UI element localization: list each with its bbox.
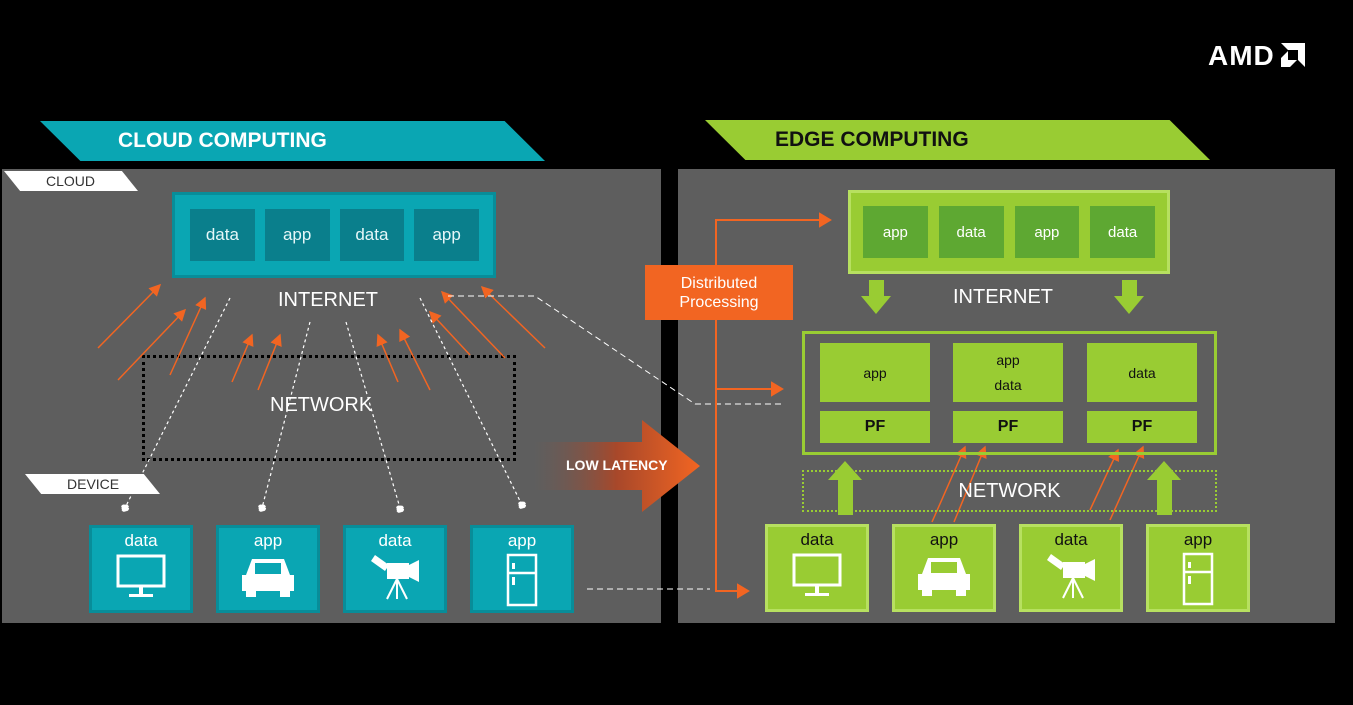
- cloud-device-fridge: app: [470, 525, 574, 613]
- device-label: data: [800, 530, 834, 549]
- amd-logo: AMD: [1208, 40, 1305, 72]
- monitor-icon: [792, 553, 842, 596]
- edge-cell: data: [1090, 206, 1155, 258]
- device-label: app: [1183, 530, 1213, 549]
- distributed-line1: Distributed: [680, 274, 758, 292]
- edge-node-box: [802, 331, 1217, 455]
- device-label: app: [507, 531, 537, 550]
- cloud-device-monitor: data: [89, 525, 193, 613]
- low-latency-label: LOW LATENCY: [566, 457, 668, 473]
- edge-node-cell: app data: [953, 343, 1063, 402]
- distributed-lines: [715, 212, 832, 599]
- cloud-cell: data: [339, 209, 405, 261]
- green-arrows: [828, 280, 1181, 515]
- distributed-line2: Processing: [679, 293, 759, 311]
- edge-device-monitor: data: [765, 524, 869, 612]
- edge-server-box: app data app data: [848, 190, 1170, 274]
- cloud-cell: app: [414, 209, 479, 261]
- cloud-server-box: data app data app: [172, 192, 496, 278]
- edge-internet-label: INTERNET: [953, 286, 1053, 308]
- cloud-internet-label: INTERNET: [278, 289, 378, 311]
- logo-text: AMD: [1208, 40, 1275, 71]
- camera-icon: [371, 555, 419, 600]
- device-label: app: [929, 530, 959, 549]
- fridge-icon: [1182, 552, 1214, 606]
- monitor-icon: [116, 554, 166, 597]
- edge-node-cell: data: [1087, 343, 1197, 402]
- camera-icon: [1047, 554, 1095, 599]
- pf-cell: PF: [820, 411, 930, 443]
- edge-device-camera: data: [1019, 524, 1123, 612]
- car-icon: [918, 558, 970, 596]
- amd-arrow-icon: [1280, 43, 1305, 67]
- device-label: data: [378, 531, 412, 550]
- pf-cell: PF: [1087, 411, 1197, 443]
- fridge-icon: [506, 553, 538, 607]
- edge-network-label: NETWORK: [958, 479, 1061, 502]
- cross-links: [448, 295, 782, 590]
- edge-cell: app: [1014, 206, 1080, 258]
- device-tag: DEVICE: [25, 474, 160, 494]
- cloud-device-car: app: [216, 525, 320, 613]
- cloud-upload-arrows: [97, 283, 546, 391]
- node-text: app: [863, 364, 887, 381]
- cloud-computing-banner: CLOUD COMPUTING: [40, 121, 545, 161]
- node-text: data: [1128, 364, 1156, 381]
- cloud-tag-label: CLOUD: [46, 173, 96, 189]
- edge-node-cell: app: [820, 343, 930, 402]
- edge-device-fridge: app: [1146, 524, 1250, 612]
- device-links: [120, 297, 527, 514]
- edge-cell: app: [863, 206, 928, 258]
- cloud-cell: app: [264, 209, 330, 261]
- cloud-cell: data: [190, 209, 255, 261]
- cloud-network-box: [142, 355, 516, 461]
- node-text: data: [994, 376, 1022, 393]
- edge-device-car: app: [892, 524, 996, 612]
- device-label: app: [253, 531, 283, 550]
- car-icon: [242, 559, 294, 597]
- edge-network-box: NETWORK: [802, 470, 1217, 512]
- edge-computing-banner: EDGE COMPUTING: [705, 120, 1210, 160]
- edge-cell: data: [938, 206, 1004, 258]
- cloud-tag: CLOUD: [4, 171, 138, 191]
- node-text: app: [996, 351, 1020, 368]
- pf-cell: PF: [953, 411, 1063, 443]
- low-latency-arrow: [533, 420, 700, 512]
- device-label: data: [1054, 530, 1088, 549]
- device-label: data: [124, 531, 158, 550]
- device-tag-label: DEVICE: [67, 476, 120, 492]
- cloud-device-camera: data: [343, 525, 447, 613]
- cloud-network-label: NETWORK: [270, 394, 373, 416]
